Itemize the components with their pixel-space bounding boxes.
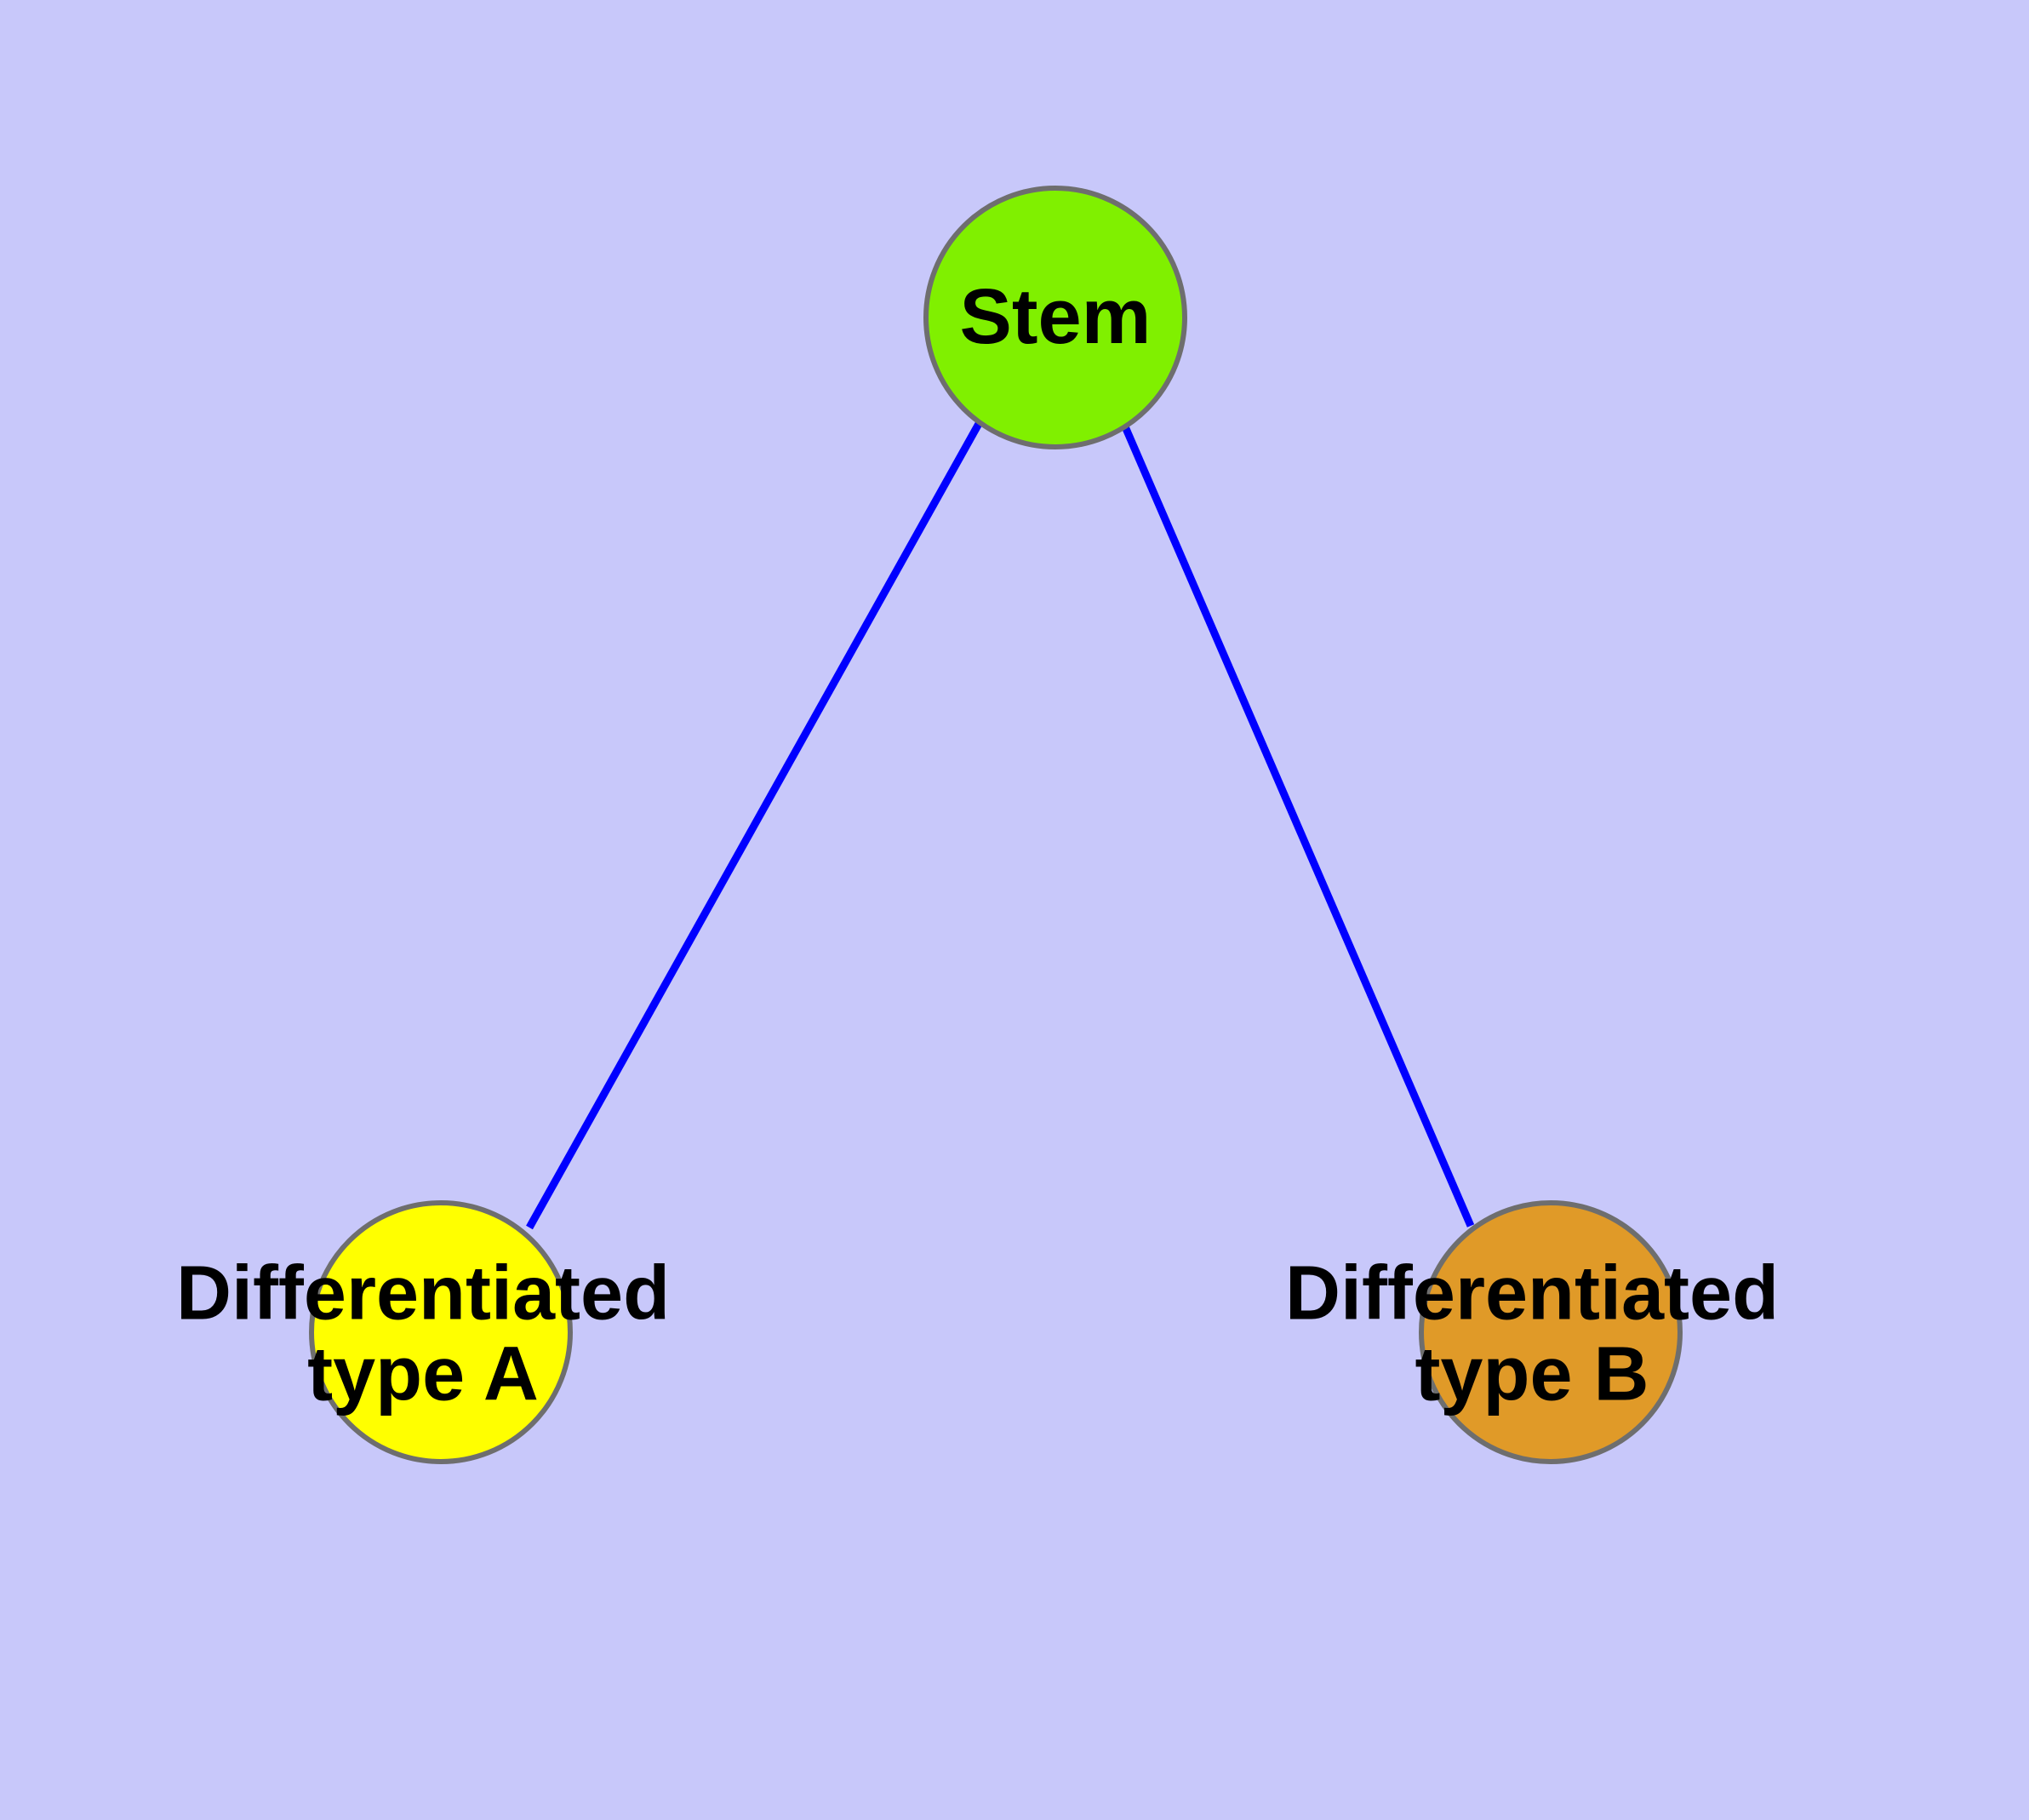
- node-diff_a[interactable]: [309, 1200, 573, 1464]
- edge-stem-to-diff-b: [1117, 417, 1475, 1228]
- node-diff_b[interactable]: [1419, 1200, 1683, 1464]
- node-stem[interactable]: [923, 186, 1187, 449]
- nodes-layer: [309, 186, 1683, 1464]
- edges-layer: [526, 417, 1475, 1230]
- edge-stem-to-diff-a: [526, 420, 983, 1230]
